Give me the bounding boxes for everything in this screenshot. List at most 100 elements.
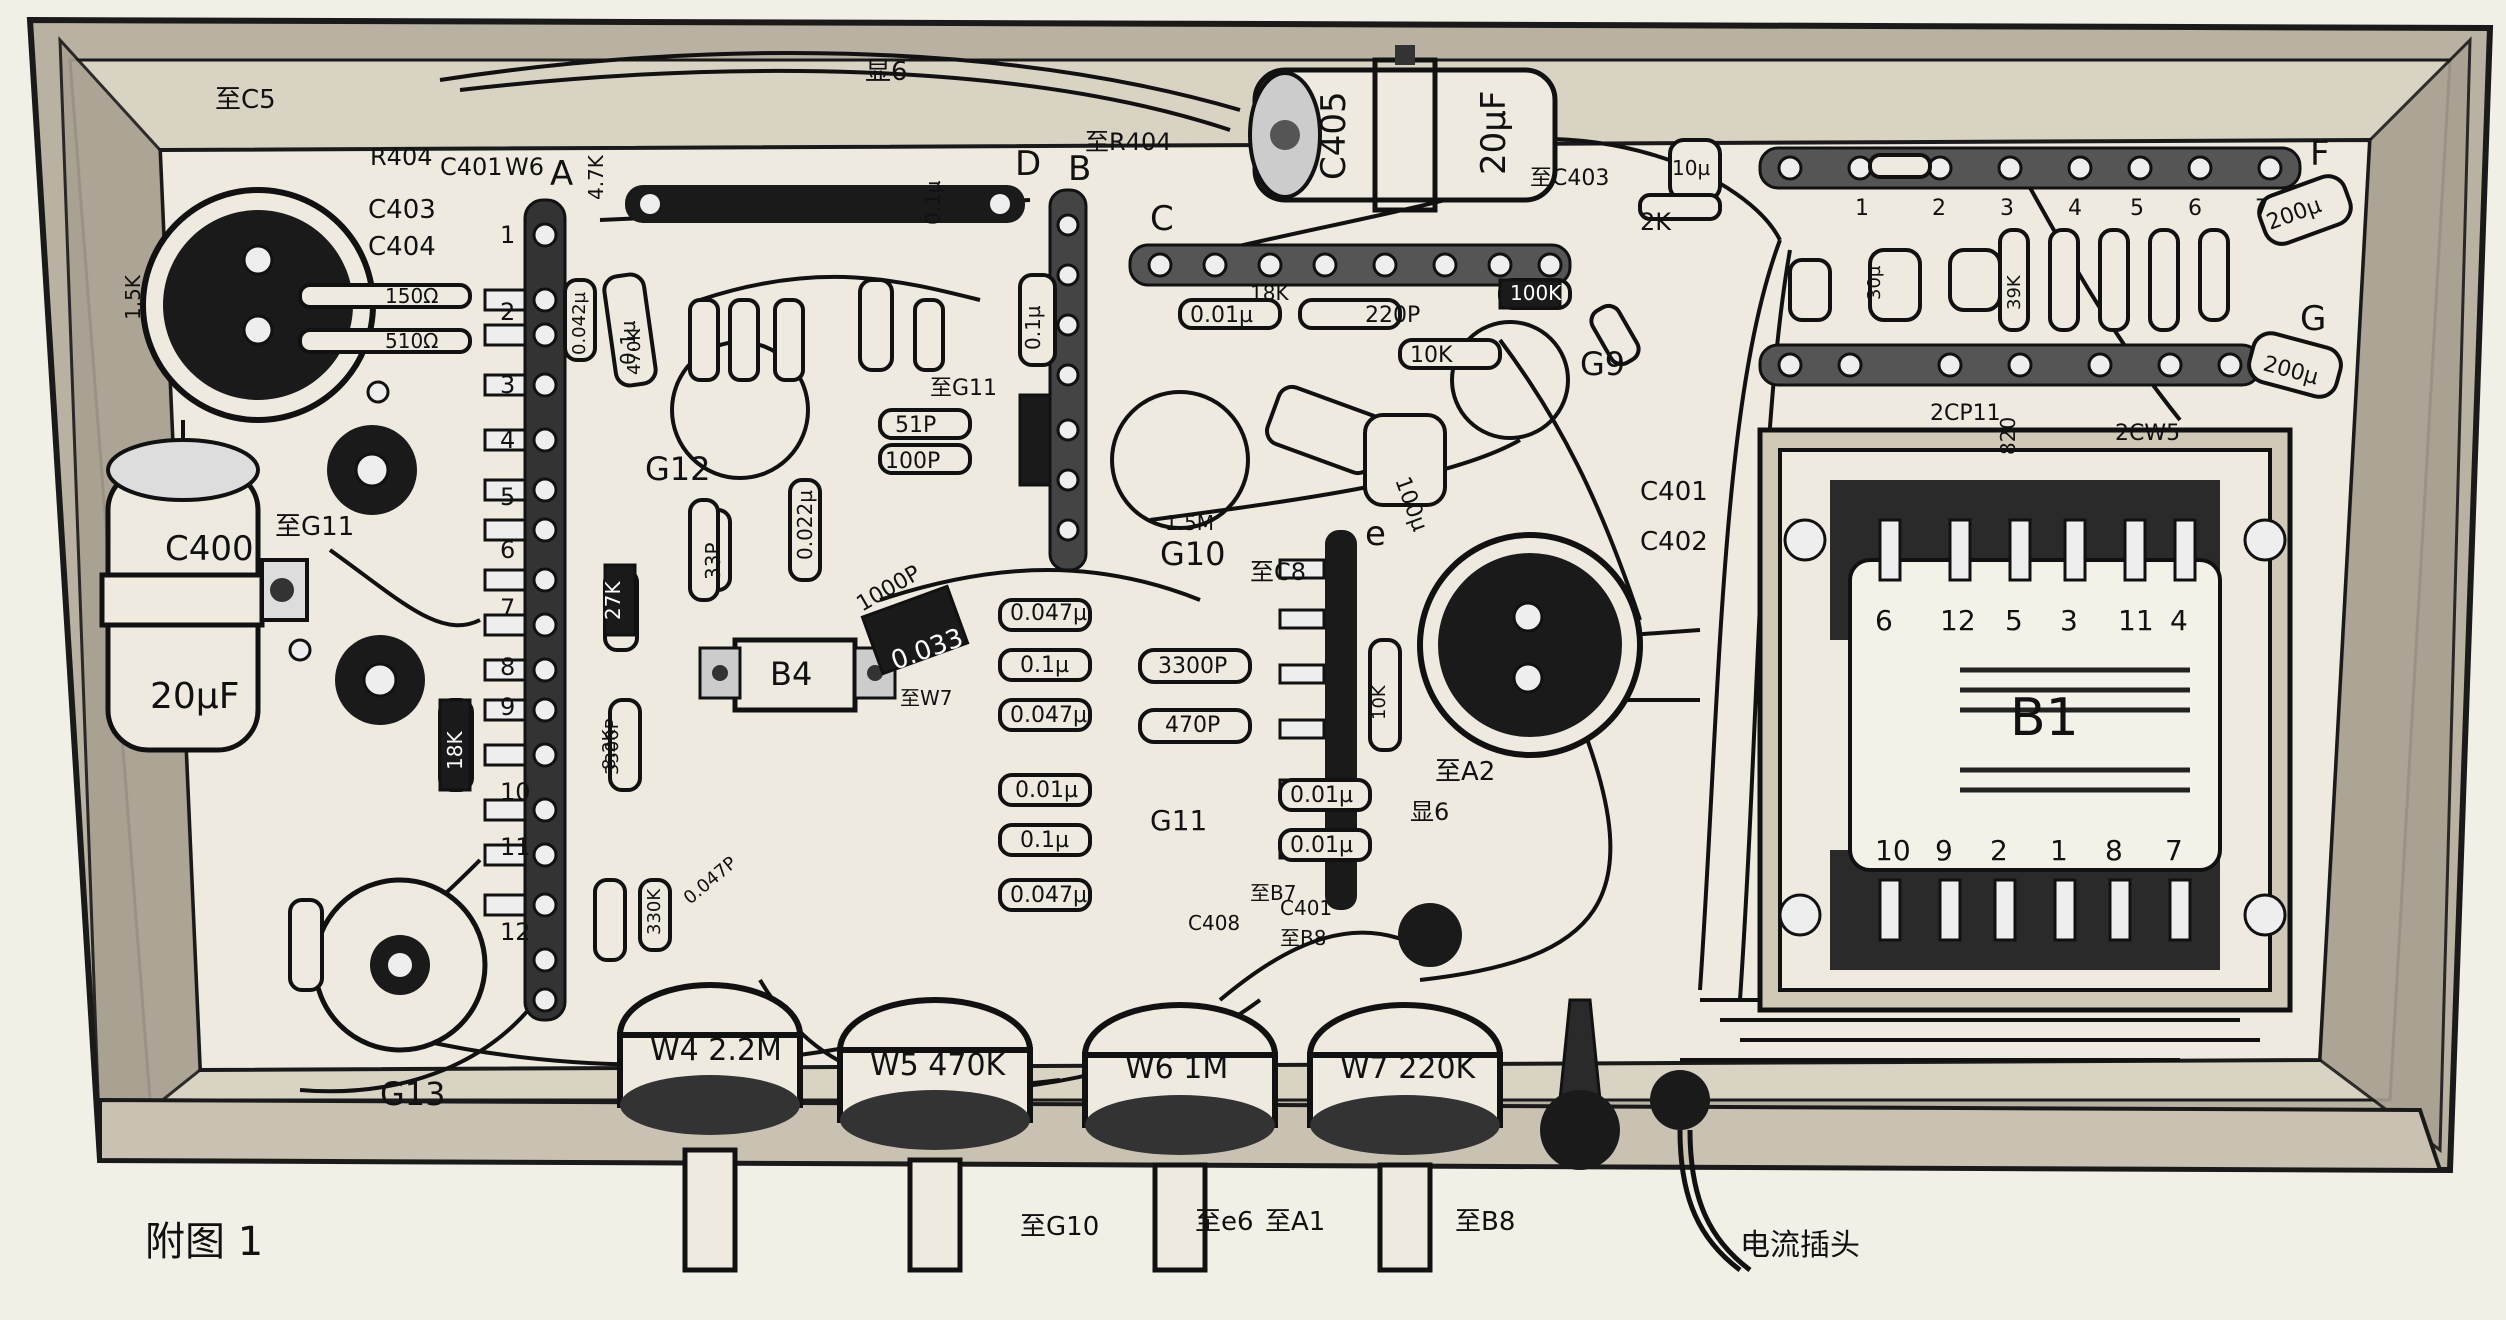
b1-label: B1 (2010, 688, 2079, 748)
b1-bottom-pin-4: 1 (2050, 834, 2068, 867)
c470p-label: 470P (1165, 713, 1220, 738)
c405-label: C405 (1314, 91, 1354, 180)
strip-a-number-5: 5 (500, 483, 515, 511)
c51p-label: 51P (895, 413, 936, 438)
b1-top-pin-4: 3 (2060, 604, 2078, 637)
c0-042u-label: 0.042µ (569, 291, 590, 355)
strip-a-number-10: 10 (500, 778, 531, 806)
strip-f-number-5: 5 (2130, 196, 2144, 221)
r470k-label: 470K (624, 328, 645, 375)
to-a1-label: 至A1 (1265, 1207, 1325, 1237)
d2cw5-label: 2CW5 (2115, 421, 2180, 446)
c0-1u-b-label: 0.1µ (921, 180, 945, 225)
r330k-label: 330K (644, 888, 665, 935)
b4-label: B4 (770, 655, 812, 693)
c0-1u-c-label: 0.1µ (1021, 305, 1045, 350)
power-cord (1540, 998, 1752, 1272)
labels: C400 20µF C405 20µF C403 C404 C401 C402 … (121, 57, 2330, 1265)
strip-a-number-9: 9 (500, 693, 515, 721)
c408-label: C408 (1188, 911, 1240, 935)
to-b8-label: 至B8 (1455, 1207, 1515, 1237)
to-c5-label: 至C5 (215, 85, 276, 115)
to-b8-b-label: 至B8 (1280, 926, 1326, 950)
terminal-strip-c (1128, 243, 1572, 287)
strip-f-number-6: 6 (2188, 196, 2202, 221)
tube-socket-g13 (312, 877, 488, 1053)
strip-a-number-7: 7 (500, 594, 515, 622)
c10u-label: 10µ (1672, 156, 1710, 180)
terminal-strip-f (1758, 146, 2302, 190)
r18k-a-label: 18K (443, 731, 467, 770)
pot-w4 (617, 982, 803, 1273)
strip-f-number-3: 3 (2000, 196, 2014, 221)
c0-01u-d-label: 0.01µ (1190, 303, 1253, 328)
pot-w7 (1307, 1002, 1503, 1273)
c400-value-label: 20µF (150, 676, 239, 717)
r1-5m-label: 1.5M (1165, 511, 1214, 535)
to-r404-label: 至R404 (1085, 128, 1171, 156)
r39k-label: 39K (2004, 274, 2025, 310)
g12-label: G12 (645, 450, 711, 488)
strip-a-number-6: 6 (500, 536, 515, 564)
tube-socket-g10 (1110, 390, 1250, 530)
g13-label: G13 (380, 1075, 446, 1113)
terminal-strip-g (1758, 343, 2262, 387)
c405-value-label: 20µF (1474, 91, 1514, 175)
c402-label: C402 (1640, 527, 1708, 557)
strip-e-label: e (1365, 514, 1386, 554)
c3300p-b-label: 3300P (602, 718, 623, 775)
strip-c-label: C (1150, 199, 1174, 239)
c404-label: C404 (368, 232, 436, 262)
c0-01u-a-label: 0.01µ (1015, 778, 1078, 803)
terminal-strip-b (1048, 188, 1088, 572)
to-b7-label: 至B7 (1250, 881, 1296, 905)
strip-a-number-11: 11 (500, 833, 531, 861)
g11-label: G11 (1150, 804, 1207, 837)
c30u-label: 30µ (1864, 265, 1885, 300)
c0-01u-b-label: 0.01µ (1290, 783, 1353, 808)
strip-a-number-8: 8 (500, 653, 515, 681)
transformer-b1 (1757, 427, 2293, 1013)
b1-top-pin-1: 6 (1875, 604, 1893, 637)
r10k-label: 10K (1410, 343, 1453, 368)
c401-small-label: C401 (1280, 896, 1332, 920)
pot-w5 (837, 997, 1033, 1273)
display6-b-label: 显6 (1410, 798, 1449, 826)
tube-socket-g9 (1450, 320, 1570, 440)
g9-label: G9 (1580, 345, 1625, 383)
terminal-strip-a (483, 198, 567, 1022)
r510-label: 510Ω (385, 329, 438, 353)
c0-1u-e-label: 0.1µ (1020, 828, 1069, 853)
pot-w5-label: W5 470K (870, 1048, 1007, 1083)
c0-047u-c-label: 0.047µ (1010, 883, 1087, 908)
c3300p-a-label: 3300P (1158, 654, 1227, 679)
b1-bottom-pin-1: 10 (1875, 834, 1911, 867)
to-a2-label: 至A2 (1435, 757, 1495, 787)
strip-f-number-4: 4 (2068, 196, 2082, 221)
dark-components (438, 278, 1562, 792)
c0-047u-a-label: 0.047µ (1010, 601, 1087, 626)
strip-a-number-3: 3 (500, 371, 515, 399)
r150-label: 150Ω (385, 284, 438, 308)
capacitor-c405 (1248, 45, 1558, 213)
pot-w7-label: W7 220K (1340, 1051, 1477, 1086)
c403-label: C403 (368, 195, 436, 225)
c400-label: C400 (165, 529, 254, 569)
strip-d-label: D (1015, 144, 1041, 184)
strip-b-label: B (1068, 149, 1091, 189)
c401-label: C401 (1640, 477, 1708, 507)
c0-1u-a-label: 0.1µ (616, 320, 640, 365)
pot-w4-label: W4 2.2M (650, 1033, 782, 1068)
r404-label: R404 (370, 143, 432, 171)
strip-a-number-4: 4 (500, 426, 515, 454)
to-g11-label: 至G11 (275, 512, 354, 542)
strip-f-label: F (2310, 134, 2330, 174)
c100p-label: 100P (885, 449, 940, 474)
to-e6-label: 至e6 (1195, 1207, 1254, 1237)
c401-top-label: C401 (440, 153, 503, 181)
r27k-label: 27K (601, 581, 625, 620)
b1-top-pin-3: 5 (2005, 604, 2023, 637)
c0-01u-c-label: 0.01µ (1290, 833, 1353, 858)
